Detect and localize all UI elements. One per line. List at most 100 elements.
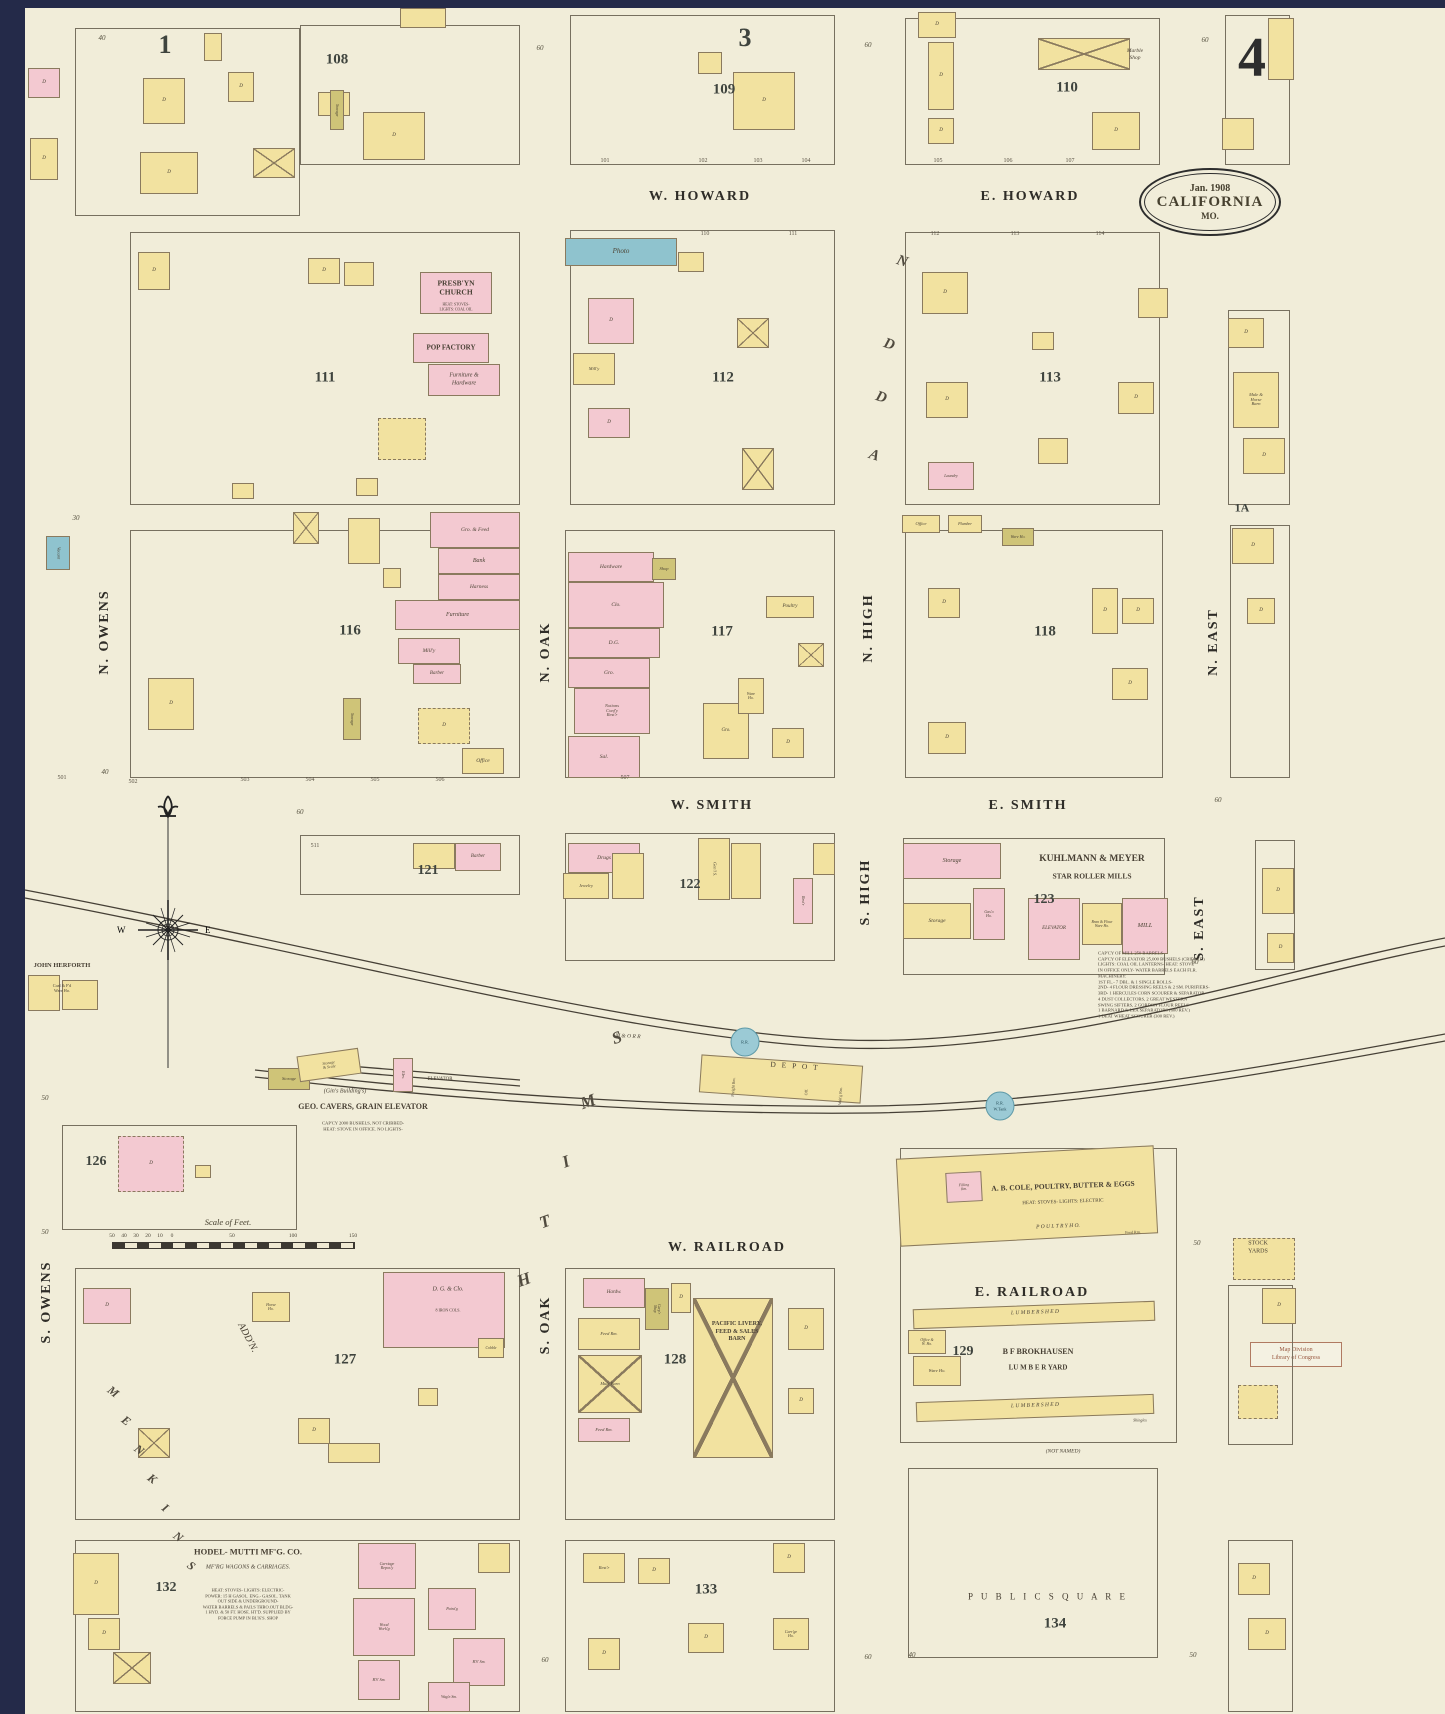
- map-title: CALIFORNIA: [1156, 194, 1264, 210]
- building: D: [1267, 933, 1294, 963]
- building: D: [1262, 868, 1294, 914]
- address-number: 511: [310, 843, 320, 849]
- street-width-label: 60: [864, 1653, 872, 1661]
- street-width-label: 60: [1214, 796, 1222, 804]
- scale-caption: Scale of Feet.: [204, 1217, 252, 1227]
- building: Mill'y: [398, 638, 460, 664]
- city-block-outline: [75, 28, 300, 216]
- map-state: MO.: [1201, 211, 1219, 221]
- building: D: [88, 1618, 120, 1650]
- street-width-label: 50: [1189, 1651, 1197, 1659]
- building: Paint'g: [428, 1588, 476, 1630]
- map-label: GEO. CAVERS, GRAIN ELEVATOR: [298, 1102, 428, 1111]
- street-label-e-smith: E. SMITH: [988, 798, 1068, 813]
- building: Cobble: [478, 1338, 504, 1358]
- map-label: 8 IRON COLS.: [435, 1307, 461, 1313]
- map-label: (NOT NAMED): [1045, 1448, 1081, 1455]
- city-block-outline: [905, 530, 1163, 778]
- street-label-w-howard: W. HOWARD: [648, 189, 752, 204]
- street-letter-addn: D: [873, 388, 889, 407]
- building: Elev.: [393, 1058, 413, 1092]
- street-letter-smith: M: [577, 1090, 599, 1114]
- block-number-111: 111: [314, 369, 336, 386]
- building: Laundry: [928, 462, 974, 490]
- city-block-outline: [1255, 840, 1295, 970]
- map-label: Off.: [803, 1088, 809, 1096]
- block-number-1: 1: [158, 30, 172, 59]
- building: D: [733, 72, 795, 130]
- building: [1222, 118, 1254, 150]
- map-label: B F BROKHAUSEN: [1002, 1347, 1074, 1356]
- city-block-outline: [300, 835, 520, 895]
- building: [62, 980, 98, 1010]
- building: D: [418, 708, 470, 744]
- building: D: [73, 1553, 119, 1615]
- street-label-w-smith: W. SMITH: [670, 798, 754, 813]
- block-number-128: 128: [663, 1351, 687, 1368]
- city-block-outline: [1228, 310, 1290, 505]
- building: Plumber: [948, 515, 982, 533]
- scale-tick: 50: [229, 1233, 235, 1239]
- street-width-label: 30: [72, 514, 80, 522]
- building: Ware Ho.: [738, 678, 764, 714]
- address-number: 106: [1003, 158, 1013, 164]
- building: D: [772, 728, 804, 758]
- city-block-outline: [905, 18, 1160, 165]
- building: D: [298, 1418, 330, 1444]
- street-width-label: 60: [1201, 36, 1209, 44]
- block-number-126: 126: [85, 1154, 107, 1169]
- street-label-n-east: N. EAST: [1206, 608, 1221, 676]
- building: Barber: [413, 664, 461, 684]
- address-number: 102: [698, 158, 708, 164]
- block-number-133: 133: [694, 1581, 718, 1598]
- building: [693, 1298, 773, 1458]
- building: [1268, 18, 1294, 80]
- building: Ware Ho.: [1002, 528, 1034, 546]
- building: Bank: [438, 548, 520, 574]
- map-label: LU M B E R YARD: [1008, 1363, 1068, 1372]
- building: Storage: [330, 90, 344, 130]
- map-label: PACIFIC LIVERY, FEED & SALES BARN: [711, 1320, 763, 1342]
- map-label: CAP'CY OF MILL 250 BARRELS- CAP'CY OF EL…: [1098, 950, 1210, 1019]
- map-label: HEAT: STOVES- LIGHTS: ELECTRIC- POWER: 1…: [202, 1587, 294, 1621]
- binding-edge-top: [0, 0, 1445, 8]
- building: D: [308, 258, 340, 284]
- city-block-outline: [1228, 1540, 1293, 1712]
- address-number: 503: [240, 777, 250, 783]
- building: [113, 1652, 151, 1684]
- building: D: [83, 1288, 131, 1324]
- address-number: 113: [1010, 231, 1020, 237]
- building: Jewelry: [563, 873, 609, 899]
- building: Wag'n Sm.: [428, 1682, 470, 1712]
- building: Photo: [565, 238, 677, 266]
- building: Storage & Scale: [296, 1047, 362, 1083]
- city-block-outline: [565, 1540, 835, 1712]
- building: D: [1243, 438, 1285, 474]
- street-letter-smith: I: [559, 1151, 573, 1172]
- building: [383, 568, 401, 588]
- map-label: Shingles: [1133, 1417, 1147, 1423]
- block-number-129: 129: [952, 1344, 974, 1359]
- building: D: [143, 78, 185, 124]
- building: D: [671, 1283, 691, 1313]
- building: [478, 1543, 510, 1573]
- address-number: 502: [128, 779, 138, 785]
- building: [698, 52, 722, 74]
- building: [731, 843, 761, 899]
- building: Carp'r Shop: [645, 1288, 669, 1330]
- building: [737, 318, 769, 348]
- stamp-line-1: Map Division: [1279, 1347, 1313, 1353]
- building: Office: [902, 515, 940, 533]
- building: Filling Rm.: [945, 1171, 983, 1203]
- block-number-134: 134: [1043, 1615, 1067, 1632]
- building: D: [1248, 1618, 1286, 1650]
- building: Gro.: [568, 658, 650, 688]
- scale-tick: 0: [170, 1233, 174, 1239]
- city-block-outline: [75, 1540, 520, 1712]
- building: D: [1247, 598, 1275, 624]
- building: Mill'y: [573, 353, 615, 385]
- building: Mule Barn: [578, 1355, 642, 1413]
- building: D: [1092, 112, 1140, 150]
- scale-tick: 50: [109, 1233, 115, 1239]
- city-block-outline: [130, 232, 520, 505]
